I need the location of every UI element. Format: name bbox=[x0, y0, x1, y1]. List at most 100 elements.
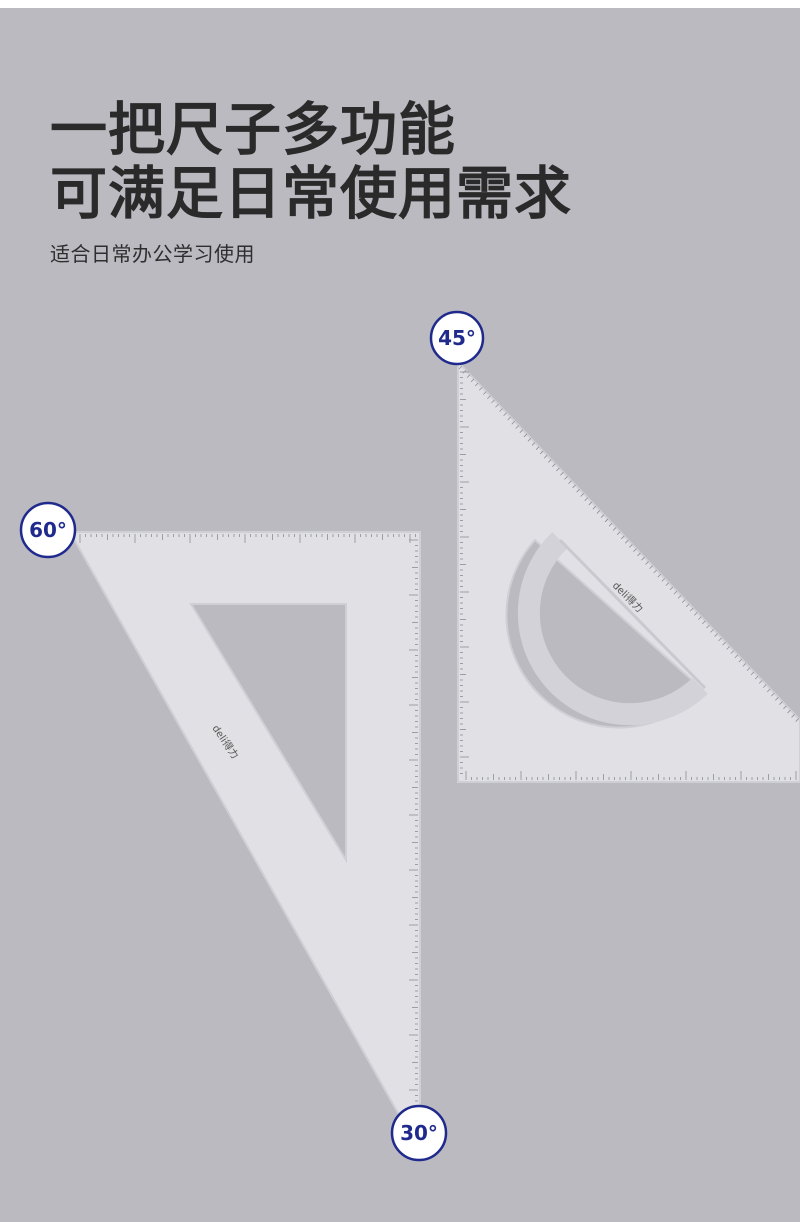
ruler-tick bbox=[539, 450, 544, 455]
ruler-tick bbox=[527, 437, 532, 442]
ruler-tick bbox=[466, 374, 471, 378]
ruler-tick bbox=[478, 386, 483, 391]
ruler-tick bbox=[592, 505, 597, 510]
protractor-baseline bbox=[558, 538, 707, 690]
ruler-tick bbox=[596, 510, 601, 514]
ruler-tick bbox=[487, 395, 491, 400]
set-square-45-vertical-ticks bbox=[460, 371, 469, 774]
ruler-tick bbox=[775, 697, 779, 701]
ruler-tick bbox=[515, 425, 520, 429]
ruler-tick bbox=[584, 497, 589, 501]
ruler-tick bbox=[511, 420, 516, 425]
ruler-tick bbox=[474, 382, 479, 387]
ruler-tick bbox=[710, 629, 714, 633]
ruler-tick bbox=[722, 641, 726, 646]
ruler-tick bbox=[661, 578, 666, 582]
ruler-tick bbox=[531, 442, 536, 446]
ruler-tick bbox=[543, 454, 548, 459]
set-square-45-hypotenuse-ticks bbox=[458, 365, 799, 722]
ruler-tick bbox=[612, 527, 617, 531]
ruler-tick bbox=[600, 514, 605, 518]
headline: 一把尺子多功能 可满足日常使用需求 bbox=[50, 98, 572, 226]
protractor-arc bbox=[517, 532, 708, 726]
ruler-tick bbox=[629, 544, 633, 548]
subtitle: 适合日常办公学习使用 bbox=[50, 242, 255, 266]
ruler-tick bbox=[470, 378, 475, 383]
ruler-tick bbox=[576, 488, 580, 493]
ruler-tick bbox=[588, 501, 593, 506]
angle-badge-60: 60° bbox=[19, 501, 77, 559]
ruler-tick bbox=[779, 701, 783, 705]
ruler-tick bbox=[653, 569, 657, 574]
ruler-tick bbox=[552, 463, 556, 467]
ruler-tick bbox=[483, 391, 487, 395]
ruler-tick bbox=[702, 620, 706, 625]
set-square-60: deli得力 bbox=[68, 531, 421, 1121]
ruler-tick bbox=[564, 476, 568, 480]
ruler-tick bbox=[649, 565, 653, 569]
ruler-tick bbox=[580, 493, 584, 497]
ruler-tick bbox=[689, 607, 694, 612]
ruler-tick bbox=[645, 561, 649, 565]
ruler-tick bbox=[771, 692, 775, 697]
set-square-45: deli得力 bbox=[457, 359, 800, 783]
ruler-tick bbox=[657, 573, 662, 578]
ruler-tick bbox=[641, 556, 645, 561]
ruler-tick bbox=[698, 616, 702, 620]
angle-label-60: 60° bbox=[29, 518, 67, 542]
ruler-tick bbox=[568, 480, 572, 484]
ruler-tick bbox=[791, 714, 795, 718]
ruler-tick bbox=[795, 718, 799, 722]
ruler-tick bbox=[507, 416, 511, 421]
ruler-tick bbox=[458, 365, 463, 370]
ruler-tick bbox=[681, 599, 686, 603]
ruler-tick bbox=[547, 459, 552, 463]
ruler-tick bbox=[616, 531, 621, 535]
angle-badge-45: 45° bbox=[429, 310, 485, 366]
ruler-tick bbox=[742, 663, 747, 667]
ruler-tick bbox=[669, 586, 674, 591]
top-strip bbox=[0, 0, 800, 8]
set-square-60-top-ticks bbox=[79, 534, 416, 543]
ruler-tick bbox=[625, 539, 629, 544]
ruler-tick bbox=[665, 582, 670, 586]
ruler-tick bbox=[523, 433, 528, 438]
ruler-tick bbox=[726, 646, 730, 650]
ruler-tick bbox=[685, 603, 690, 608]
ruler-tick bbox=[499, 408, 503, 412]
angle-badge-30: 30° bbox=[390, 1104, 448, 1162]
ruler-tick bbox=[758, 680, 763, 684]
set-square-60-body bbox=[68, 531, 421, 1121]
ruler-tick bbox=[633, 548, 637, 552]
ruler-tick bbox=[637, 552, 641, 557]
ruler-tick bbox=[462, 369, 467, 374]
ruler-tick bbox=[673, 590, 678, 595]
ruler-tick bbox=[706, 624, 710, 629]
ruler-tick bbox=[620, 535, 625, 540]
ruler-tick bbox=[491, 399, 495, 404]
ruler-tick bbox=[519, 429, 524, 434]
ruler-tick bbox=[783, 705, 787, 710]
ruler-tick bbox=[718, 637, 722, 642]
ruler-tick bbox=[734, 654, 739, 659]
headline-line-1: 一把尺子多功能 bbox=[50, 97, 456, 163]
angle-label-45: 45° bbox=[438, 326, 476, 350]
ruler-tick bbox=[608, 522, 613, 527]
ruler-tick bbox=[560, 471, 564, 476]
ruler-tick bbox=[766, 688, 771, 693]
ruler-tick bbox=[693, 612, 698, 616]
ruler-tick bbox=[495, 403, 499, 408]
headline-line-2: 可满足日常使用需求 bbox=[50, 161, 572, 227]
ruler-tick bbox=[535, 446, 540, 450]
ruler-tick bbox=[738, 658, 743, 663]
ruler-tick bbox=[503, 412, 507, 417]
ruler-tick bbox=[730, 650, 735, 654]
ruler-tick bbox=[556, 467, 560, 472]
set-square-45-bottom-ticks bbox=[465, 771, 797, 780]
angle-label-30: 30° bbox=[400, 1121, 438, 1145]
ruler-tick bbox=[762, 684, 767, 688]
ruler-tick bbox=[750, 671, 755, 676]
ruler-tick bbox=[754, 675, 759, 680]
ruler-tick bbox=[677, 595, 682, 599]
